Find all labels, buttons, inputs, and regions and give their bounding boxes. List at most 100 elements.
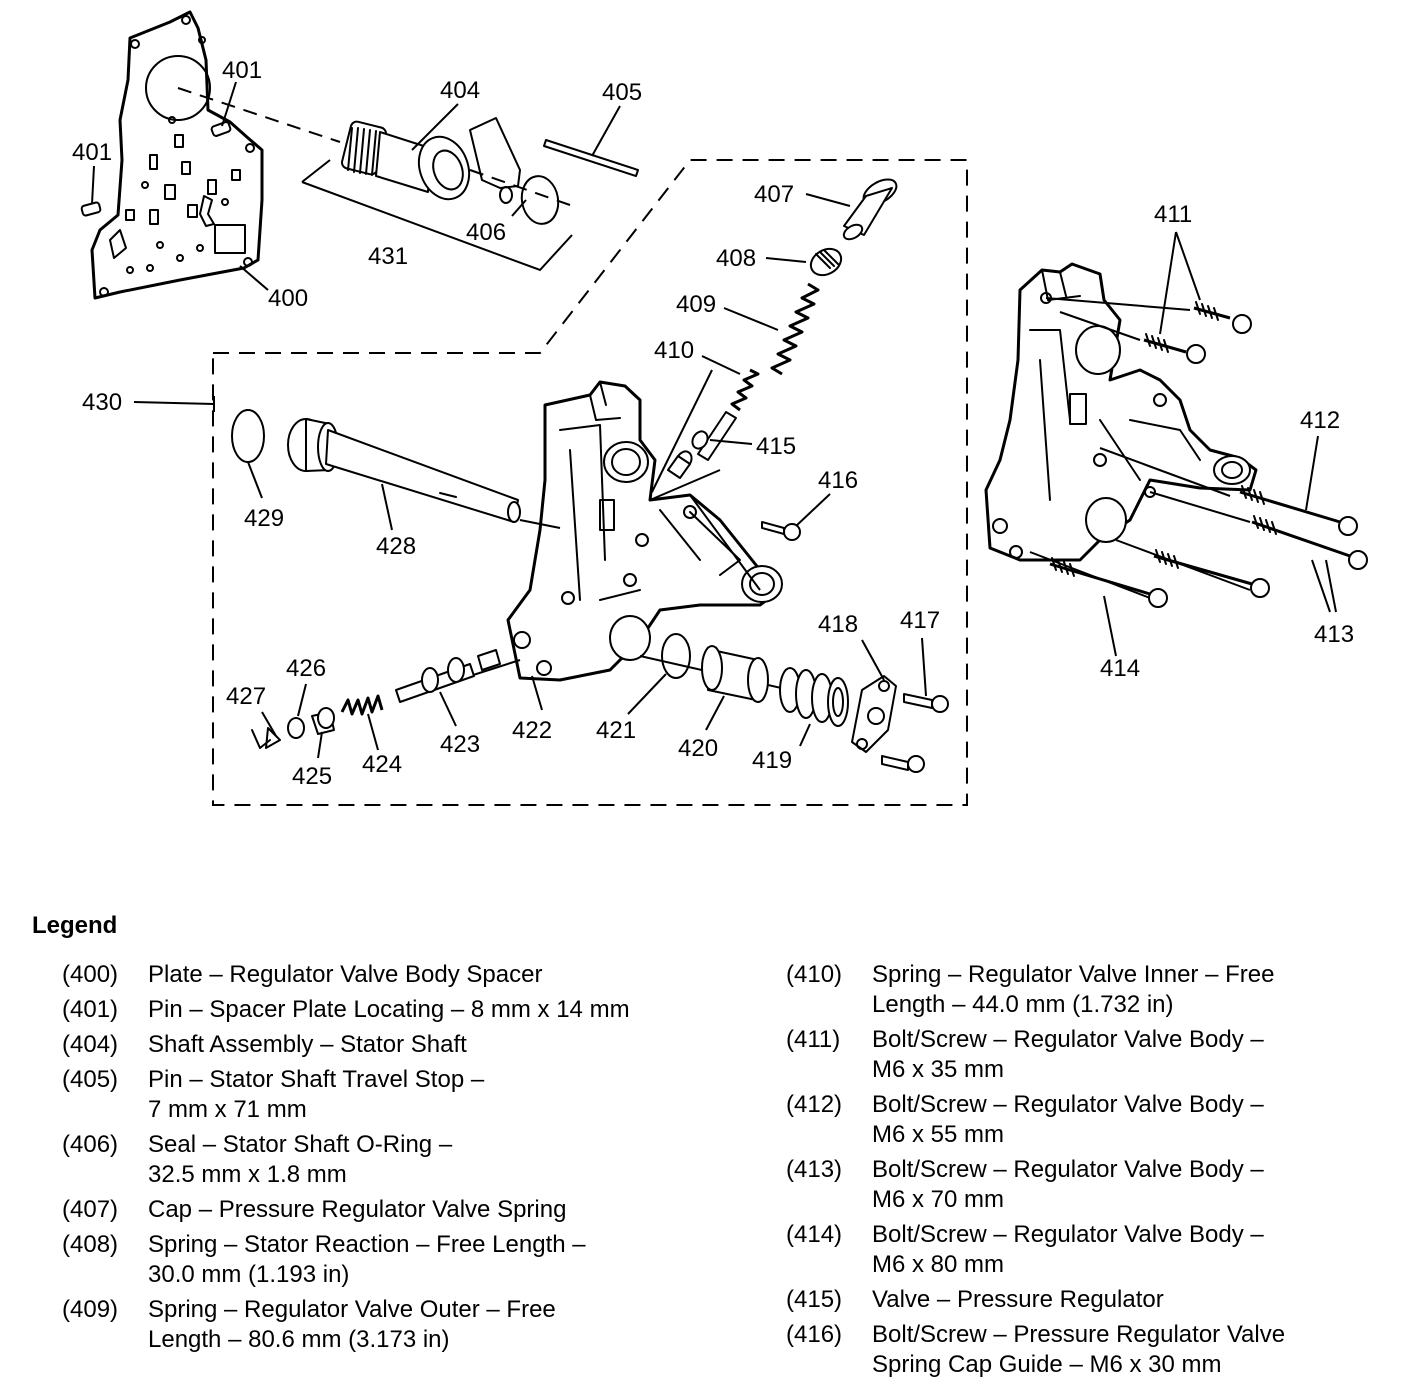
callout-429: 429	[244, 505, 284, 532]
legend-item-number: (409)	[62, 1296, 119, 1323]
regulator-valve-body	[506, 380, 783, 682]
legend-item: (408)Spring – Stator Reaction – Free Len…	[62, 1230, 742, 1290]
bolt-413-a	[1251, 515, 1368, 570]
stator-shaft-tube	[287, 418, 521, 523]
legend-item-text: Cap – Pressure Regulator Valve Spring	[148, 1196, 567, 1223]
legend-item-number: (404)	[62, 1031, 119, 1058]
legend-item-number: (411)	[786, 1026, 841, 1053]
callout-417: 417	[900, 607, 940, 634]
legend-item: (407) Cap – Pressure Regulator Valve Spri…	[62, 1195, 742, 1225]
callout-406: 406	[466, 219, 506, 246]
retaining-plate	[851, 675, 897, 753]
callout-420: 420	[678, 735, 718, 762]
legend-column-right: (410) Spring – Regulator Valve Inner – Fr…	[786, 960, 1386, 1385]
callout-labels: 401 401 404 405 406 431 400 407 408 409 …	[72, 57, 1354, 790]
legend-item-text: Spring – Regulator Valve Outer – Free Le…	[148, 1296, 556, 1353]
callout-404: 404	[440, 77, 480, 104]
legend-item-number: (410)	[786, 961, 843, 988]
stator-shaft-assembly	[341, 117, 571, 206]
pressure-regulator-valve	[667, 411, 737, 479]
callout-424: 424	[362, 751, 402, 778]
bolt-414	[1049, 557, 1168, 608]
spring-cap	[842, 178, 898, 241]
legend-column-left: (400) Plate – Regulator Valve Body Spacer…	[62, 960, 742, 1360]
callout-428: 428	[376, 533, 416, 560]
callout-410: 410	[654, 337, 694, 364]
callout-421: 421	[596, 717, 636, 744]
legend-item-number: (400)	[62, 961, 119, 988]
valve-sleeve	[701, 645, 769, 703]
legend-item-number: (401)	[62, 996, 119, 1023]
legend-item-text: Bolt/Screw – Regulator Valve Body – M6 x…	[872, 1091, 1264, 1148]
legend-item: (415)Valve – Pressure Regulator	[786, 1285, 1386, 1315]
callout-423: 423	[440, 731, 480, 758]
exploded-view-diagram: 401 401 404 405 406 431 400 407 408 409 …	[72, 10, 1368, 806]
locating-pin-a	[210, 121, 232, 137]
legend-item: (412)Bolt/Screw – Regulator Valve Body –…	[786, 1090, 1386, 1150]
travel-stop-pin	[543, 139, 639, 177]
legend-item-number: (405)	[62, 1066, 119, 1093]
callout-411: 411	[1154, 201, 1192, 228]
legend-item: (400) Plate – Regulator Valve Body Spacer	[62, 960, 742, 990]
legend-item-text: Bolt/Screw – Regulator Valve Body – M6 x…	[872, 1221, 1264, 1278]
legend-item: (401) Pin – Spacer Plate Locating – 8 mm …	[62, 995, 742, 1025]
callout-400: 400	[268, 285, 308, 312]
regulator-assembly-boundary	[212, 159, 968, 806]
legend-item-text: Plate – Regulator Valve Body Spacer	[148, 961, 543, 988]
valve-train-lower	[251, 649, 501, 749]
legend-item: (411) Bolt/Screw – Regulator Valve Body –…	[786, 1025, 1386, 1085]
spring-cap-guide-bolt	[761, 521, 801, 541]
legend-item-number: (414)	[786, 1221, 843, 1248]
legend-item-text: Bolt/Screw – Pressure Regulator Valve Sp…	[872, 1321, 1286, 1378]
legend-item: (413) Bolt/Screw – Regulator Valve Body –…	[786, 1155, 1386, 1215]
plate-bolts	[881, 693, 949, 773]
legend-item: (410) Spring – Regulator Valve Inner – Fr…	[786, 960, 1386, 1020]
bolt-413-b	[1153, 549, 1270, 598]
legend-item-number: (408)	[62, 1231, 119, 1258]
legend-item: (405) Pin – Stator Shaft Travel Stop – 7 …	[62, 1065, 742, 1125]
shaft-seal	[231, 409, 265, 463]
legend-title: Legend	[32, 912, 118, 939]
legend-item-text: Bolt/Screw – Regulator Valve Body – M6 x…	[872, 1026, 1264, 1083]
callout-419: 419	[752, 747, 792, 774]
bolt-411-b	[1143, 333, 1206, 364]
legend-item-text: Seal – Stator Shaft O-Ring – 32.5 mm x 1…	[148, 1131, 453, 1188]
callout-431: 431	[368, 243, 408, 270]
callout-401-top: 401	[222, 57, 262, 84]
legend-item: (416)Bolt/Screw – Pressure Regulator Val…	[786, 1320, 1386, 1380]
callout-422: 422	[512, 717, 552, 744]
legend-item-number: (415)	[786, 1286, 843, 1313]
callout-412: 412	[1300, 407, 1340, 434]
callout-401-left: 401	[72, 139, 112, 166]
seal-ring	[661, 633, 691, 679]
legend-item: (404)Shaft Assembly – Stator Shaft	[62, 1030, 742, 1060]
bolt-411-a	[1193, 301, 1252, 334]
legend-item: (414) Bolt/Screw – Regulator Valve Body –…	[786, 1220, 1386, 1280]
leader-lines	[91, 81, 1337, 759]
legend-item-text: Pin – Spacer Plate Locating – 8 mm x 14 …	[148, 996, 630, 1023]
callout-425: 425	[292, 763, 332, 790]
locating-pin-b	[80, 201, 102, 217]
bolt-412	[1239, 485, 1358, 536]
legend-item-number: (413)	[786, 1156, 843, 1183]
callout-407: 407	[754, 181, 794, 208]
assembled-valve-body	[984, 262, 1258, 562]
callout-414: 414	[1100, 655, 1140, 682]
callout-408: 408	[716, 245, 756, 272]
legend-item-text: Spring – Regulator Valve Inner – Free Le…	[872, 961, 1275, 1018]
legend-item: (406) Seal – Stator Shaft O-Ring – 32.5 m…	[62, 1130, 742, 1190]
legend-item-number: (406)	[62, 1131, 119, 1158]
outer-spring	[770, 282, 820, 376]
callout-416: 416	[818, 467, 858, 494]
legend-item-text: Bolt/Screw – Regulator Valve Body – M6 x…	[872, 1156, 1264, 1213]
callout-415: 415	[756, 433, 796, 460]
stator-reaction-spring	[809, 247, 843, 277]
spacer-plate	[90, 10, 264, 300]
legend-item-number: (407)	[62, 1196, 119, 1223]
inner-spring	[730, 368, 760, 412]
callout-430: 430	[82, 389, 122, 416]
callout-413: 413	[1314, 621, 1354, 648]
legend-item-text: Pin – Stator Shaft Travel Stop – 7 mm x …	[148, 1066, 485, 1123]
callout-427: 427	[226, 683, 266, 710]
callout-418: 418	[818, 611, 858, 638]
